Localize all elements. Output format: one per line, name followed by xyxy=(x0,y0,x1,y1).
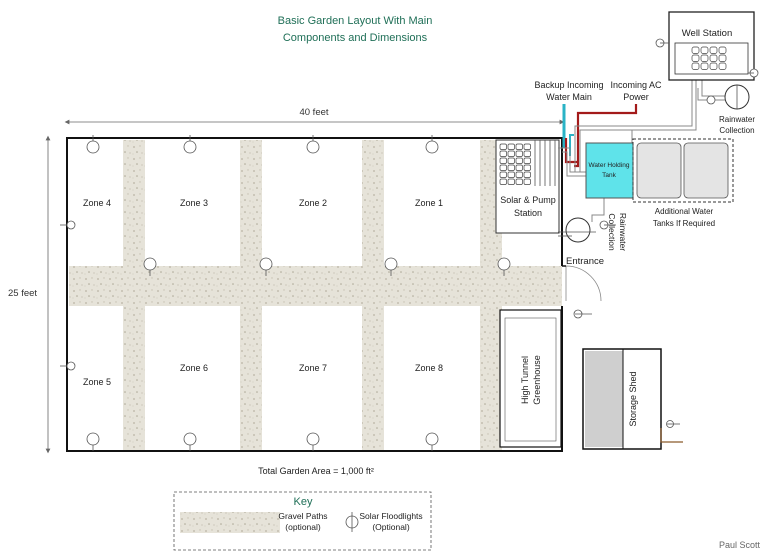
gravel-paths xyxy=(69,140,562,451)
zone-1-label: Zone 1 xyxy=(415,198,443,208)
key-legend xyxy=(173,491,432,551)
solar-floodlight-icon xyxy=(143,257,157,276)
incoming-ac-label-line-2: Power xyxy=(623,92,649,102)
solar-floodlight-icon xyxy=(425,135,439,154)
solar-pump-label-line-1: Solar & Pump xyxy=(500,195,556,205)
zone-6-label: Zone 6 xyxy=(180,363,208,373)
solar-floodlight-icon xyxy=(183,135,197,154)
key-flood-line-2: (Optional) xyxy=(372,522,409,532)
water-holding-tank xyxy=(585,142,634,199)
pipes-and-lines xyxy=(558,78,734,222)
key-title: Key xyxy=(294,496,313,508)
key-gravel-line-1: Gravel Paths xyxy=(278,511,327,521)
storage-shed-label: Storage Shed xyxy=(628,371,638,426)
incoming-ac-label-line-1: Incoming AC xyxy=(610,80,662,90)
backup-water-label-line-2: Water Main xyxy=(546,92,592,102)
solar-floodlight-icon xyxy=(384,257,398,276)
title-line-1: Basic Garden Layout With Main xyxy=(278,15,433,27)
solar-floodlight-icon xyxy=(306,432,320,451)
total-area-label: Total Garden Area = 1,000 ft² xyxy=(258,466,374,476)
solar-floodlights xyxy=(60,135,511,451)
zone-7-label: Zone 7 xyxy=(299,363,327,373)
solar-floodlight-icon xyxy=(425,432,439,451)
zone-5-label: Zone 5 xyxy=(83,377,111,387)
rainwater-vertical-label-line-1: Rainwater xyxy=(618,213,628,251)
solar-pump-label-line-2: Station xyxy=(514,208,542,218)
water-tank-label-line-2: Tank xyxy=(602,172,616,179)
solar-floodlight-icon xyxy=(60,361,76,371)
additional-tanks-label-line-1: Additional Water xyxy=(655,207,714,216)
entrance-gate xyxy=(562,265,602,319)
backup-water-label-line-1: Backup Incoming xyxy=(534,80,603,90)
gravel-path-col-2 xyxy=(240,140,262,451)
garden-fence xyxy=(66,137,563,452)
solar-floodlight-icon xyxy=(259,257,273,276)
well-station-label: Well Station xyxy=(682,28,733,39)
zone-8-label: Zone 8 xyxy=(415,363,443,373)
zone-2-label: Zone 2 xyxy=(299,198,327,208)
key-flood-line-1: Solar Floodlights xyxy=(359,511,422,521)
additional-water-tanks xyxy=(632,138,734,203)
gravel-path-horizontal xyxy=(69,266,562,306)
solar-floodlight-icon xyxy=(183,432,197,451)
rainwater-vertical-label-line-2: Collection xyxy=(607,213,617,251)
zone-4-label: Zone 4 xyxy=(83,198,111,208)
rainwater-right-label-line-1: Rainwater xyxy=(719,115,755,124)
rainwater-collector-well xyxy=(706,84,750,110)
well-solar-panels xyxy=(691,46,727,70)
rainwater-collector-station xyxy=(558,217,616,243)
key-floodlight-icon xyxy=(345,512,359,532)
key-gravel-line-2: (optional) xyxy=(285,522,321,532)
greenhouse-label-line-2: Greenhouse xyxy=(532,355,542,405)
solar-floodlight-icon xyxy=(86,432,100,451)
storage-shed xyxy=(582,348,683,450)
key-gravel-swatch xyxy=(180,512,280,533)
title-line-2: Components and Dimensions xyxy=(283,32,428,44)
greenhouse-label-line-1: High Tunnel xyxy=(520,356,530,404)
solar-panels xyxy=(499,143,531,185)
additional-tanks-label-line-2: Tanks If Required xyxy=(653,219,715,228)
well-station xyxy=(655,11,759,81)
width-dimension-label: 40 feet xyxy=(299,107,328,118)
solar-floodlight-icon xyxy=(86,135,100,154)
author-credit: Paul Scott xyxy=(719,540,761,550)
solar-floodlight-icon xyxy=(60,220,76,230)
gravel-path-col-1 xyxy=(123,140,145,451)
high-tunnel-greenhouse xyxy=(499,309,562,448)
solar-floodlight-icon xyxy=(306,135,320,154)
height-dimension-label: 25 feet xyxy=(8,288,37,299)
rainwater-right-label-line-2: Collection xyxy=(719,126,754,135)
solar-floodlight-icon xyxy=(497,257,511,276)
zone-3-label: Zone 3 xyxy=(180,198,208,208)
gravel-path-col-3 xyxy=(362,140,384,451)
water-tank-label-line-1: Water Holding xyxy=(589,162,630,169)
entrance-label: Entrance xyxy=(566,256,604,267)
